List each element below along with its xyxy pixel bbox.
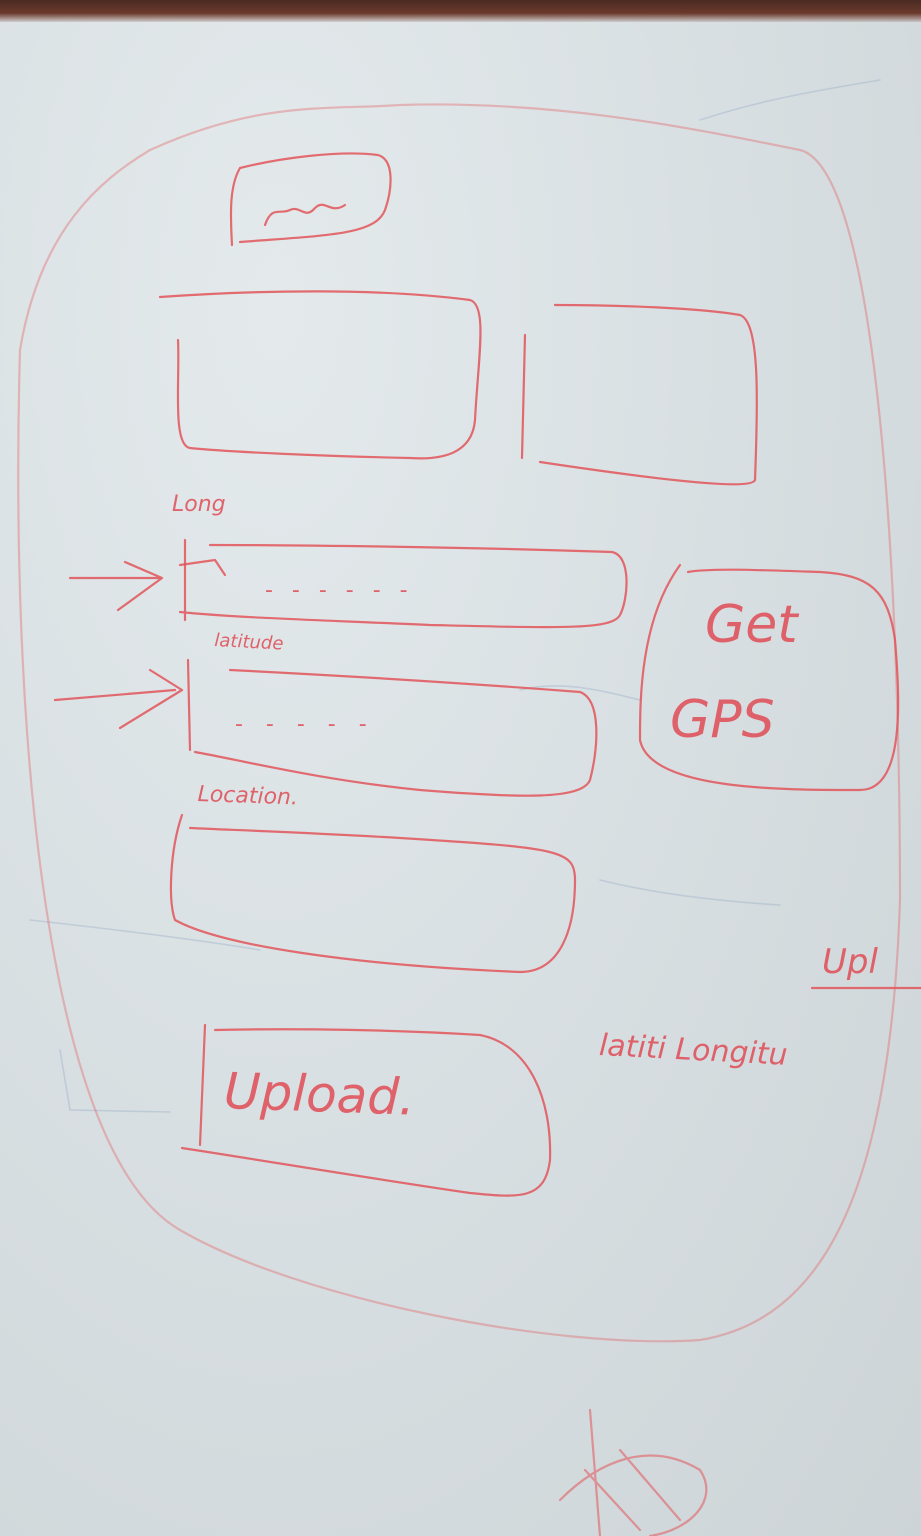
ghost-stroke xyxy=(59,1049,171,1113)
lat-input-box xyxy=(186,658,598,797)
long-cursor xyxy=(178,558,227,577)
side-note-heading: Upl xyxy=(822,942,878,982)
upload-button-outline xyxy=(180,1023,552,1197)
ghost-stroke xyxy=(699,79,881,121)
long-label: Long xyxy=(172,492,226,517)
whiteboard-frame xyxy=(0,0,921,22)
get-gps-text-line1: Get xyxy=(705,595,798,655)
image-box-left xyxy=(158,290,482,460)
lat-placeholder-dashes: - - - - - xyxy=(235,712,375,737)
location-input-box xyxy=(169,813,577,974)
ghost-stroke xyxy=(599,879,781,906)
lat-arrow xyxy=(53,668,184,730)
get-gps-text-line2: GPS xyxy=(670,690,775,750)
long-arrow xyxy=(68,560,164,612)
location-label: Location. xyxy=(197,782,299,811)
get-gps-button-outline xyxy=(638,563,900,792)
header-box-scribble xyxy=(263,203,347,227)
lat-label: latitude xyxy=(213,630,284,655)
ghost-stroke xyxy=(29,919,261,951)
long-input-box xyxy=(178,538,628,629)
long-placeholder-dashes: - - - - - - xyxy=(265,578,414,603)
header-box xyxy=(229,152,392,247)
bottom-scribble xyxy=(558,1408,708,1536)
image-box-right xyxy=(520,303,758,486)
phone-outline xyxy=(17,103,902,1343)
upload-button-text: Upload. xyxy=(222,1062,416,1127)
